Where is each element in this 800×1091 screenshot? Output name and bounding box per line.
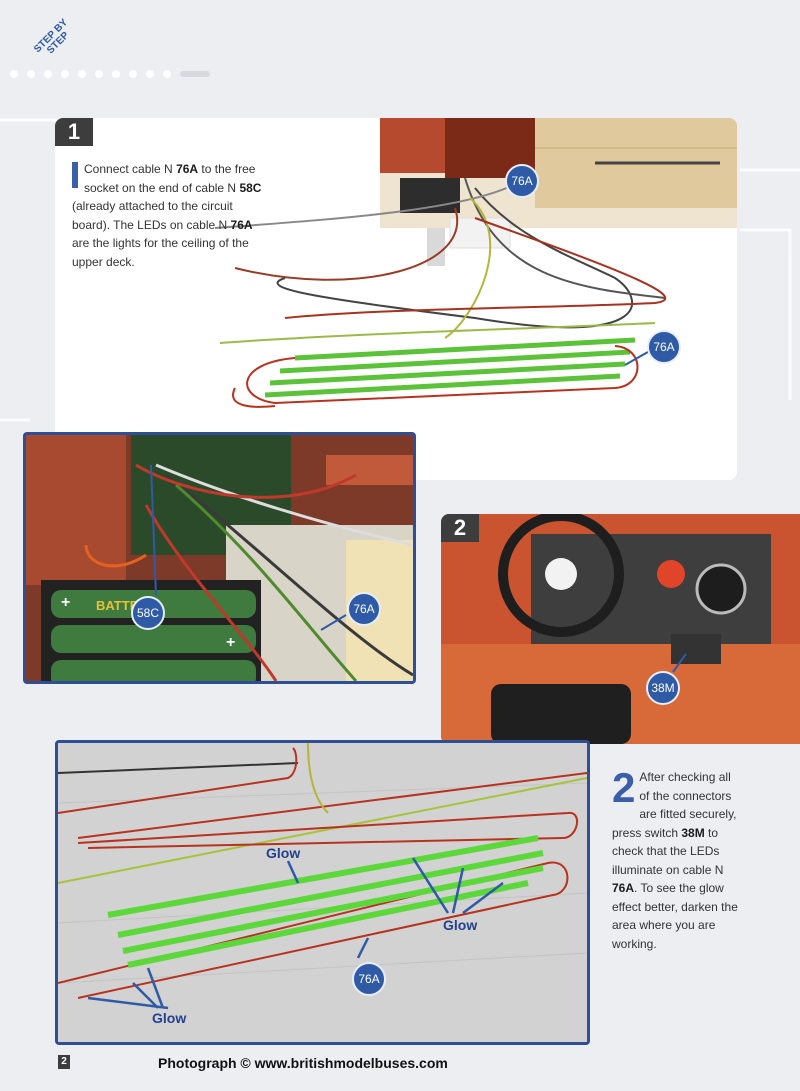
page-number: 2 — [58, 1055, 70, 1069]
glow-label-1: Glow — [266, 845, 301, 861]
glow-photo-panel — [55, 740, 590, 1045]
step1-number: 1 — [55, 118, 93, 146]
circuit-photo-panel: BATTERY + + — [23, 432, 416, 684]
step2-number: 2 — [441, 514, 479, 542]
step1-photo — [214, 118, 737, 408]
step1-cable-ref-1: 76A — [176, 162, 199, 176]
header-dots — [10, 70, 210, 78]
callout-76a-cable: 76A — [647, 330, 681, 364]
step1-cable-ref-2: 58C — [239, 180, 262, 195]
step2-switch-ref: 38M — [681, 825, 705, 840]
callout-76a-top: 76A — [505, 164, 539, 198]
step2-instructions: 2 After checking all of the connectors a… — [612, 764, 742, 953]
step2-big-digit: 2 — [612, 764, 636, 811]
callout-76a-glow: 76A — [352, 962, 386, 996]
step1-text-a: Connect cable N — [84, 162, 177, 176]
step1-instructions: Connect cable N 76A to the free socket o… — [72, 160, 272, 271]
cab-photo — [441, 514, 800, 744]
callout-76a-circuit: 76A — [347, 592, 381, 626]
step1-text-b: to the free socket on the end of cable N — [84, 162, 256, 195]
step2-text-c: . To see the glow effect better, darken … — [612, 881, 738, 951]
step2-text-a: After checking all of the connectors are… — [612, 770, 737, 840]
step2-panel: 2 — [441, 514, 800, 744]
glow-label-3: Glow — [152, 1010, 187, 1026]
glow-label-2: Glow — [443, 917, 478, 933]
circuit-photo: BATTERY + + — [26, 435, 413, 681]
step1-text-d: are the lights for the ceiling of the up… — [72, 236, 249, 269]
step-marker-bar — [72, 162, 78, 188]
glow-photo — [58, 743, 587, 1042]
callout-38m: 38M — [646, 671, 680, 705]
step1-cable-ref-3: 76A — [230, 217, 253, 232]
photo-credit: Photograph © www.britishmodelbuses.com — [158, 1055, 448, 1071]
step2-cable-ref: 76A — [612, 881, 635, 895]
step1-panel: 1 — [55, 118, 737, 480]
step2-text-b: to check that the LEDs illuminate on cab… — [612, 825, 724, 877]
svg-text:+: + — [226, 634, 235, 651]
step1-text-c: (already attached to the circuit board).… — [72, 199, 233, 232]
svg-text:+: + — [61, 594, 70, 611]
callout-58c: 58C — [131, 596, 165, 630]
